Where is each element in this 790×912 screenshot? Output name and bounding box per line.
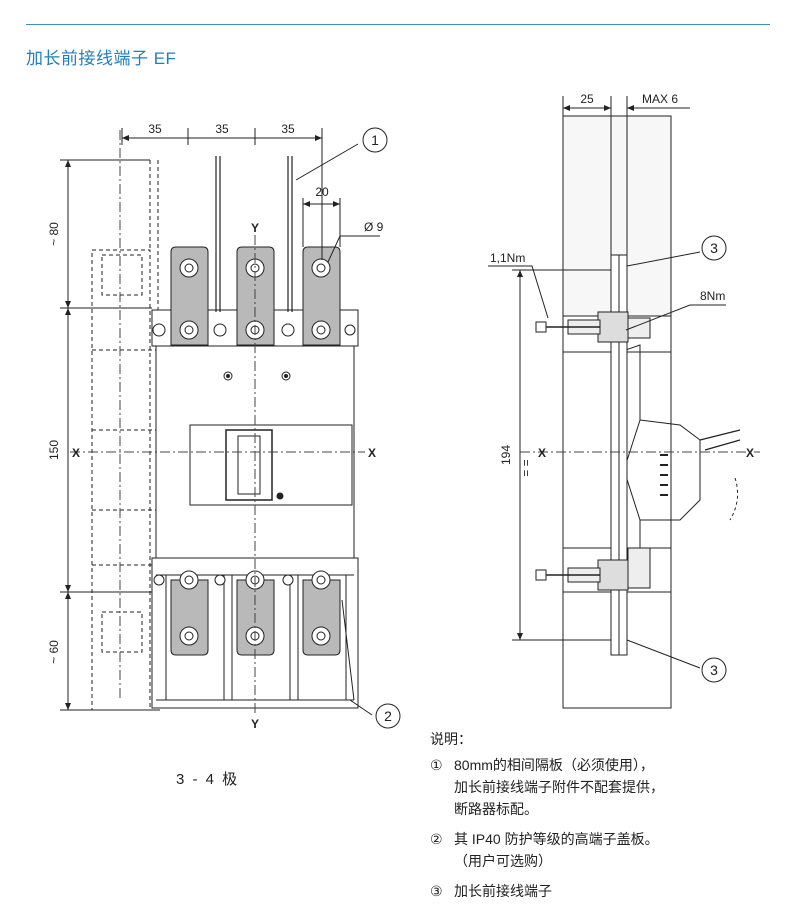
callout-2-circle [375,703,401,729]
note-line: 断路器标配。 [454,801,538,817]
handle-window [189,424,353,506]
dim-194: 194 [499,445,513,465]
note-number: ② [430,831,443,847]
dim-max6: MAX 6 [642,92,678,106]
torque-8nm: 8Nm [700,289,725,303]
axis-x-side-left: X [538,446,546,460]
callout-2-label: 2 [384,708,392,724]
axis-x-left: X [72,446,80,460]
dim-35-a: 35 [148,122,162,136]
dim-35-c: 35 [281,122,295,136]
dim-20: 20 [315,185,329,199]
dim-35-b: 35 [215,122,229,136]
torque-1-1nm: 1,1Nm [490,251,525,265]
notes-heading: 说明： [430,731,472,747]
right-side-view [488,96,760,709]
callout-3b-label: 3 [710,662,718,678]
note-line: 加长前接线端子附件不配套提供， [454,779,664,795]
dim-phi9: Ø 9 [364,220,384,234]
callout-1-label: 1 [371,132,379,148]
left-front-view [60,127,401,729]
callout-1-circle [362,127,388,153]
phase-barrier-outline [91,160,159,711]
header-rule [26,24,770,25]
page-title: 加长前接线端子 EF [26,49,177,68]
callout-3b-circle [701,657,727,683]
note-item: ③ 加长前接线端子 [430,880,770,902]
note-number: ① [430,757,443,773]
dim-25: 25 [580,92,594,106]
note-number: ③ [430,883,443,899]
note-item: ② 其 IP40 防护等级的高端子盖板。 （用户可选购） [430,828,770,872]
dim-equal: = = [519,459,533,476]
axis-y-bottom: Y [251,717,259,731]
dim-80: ~ 80 [47,222,61,246]
dim-150: 150 [47,440,61,460]
callout-3a-label: 3 [710,240,718,256]
handle [225,429,273,501]
note-item: ① 80mm的相间隔板（必须使用）， 加长前接线端子附件不配套提供， 断路器标配… [430,754,770,820]
note-line: 加长前接线端子 [454,883,552,899]
note-line: 80mm的相间隔板（必须使用）， [454,757,654,773]
callout-3a-circle [701,235,727,261]
dim-60: ~ 60 [47,640,61,664]
note-line: （用户可选购） [454,853,552,869]
axis-y-top: Y [251,221,259,235]
notes-panel: 说明： ① 80mm的相间隔板（必须使用）， 加长前接线端子附件不配套提供， 断… [430,728,770,902]
view-caption: 3 - 4 极 [176,771,240,788]
axis-x-side-right: X [746,446,754,460]
axis-x-right: X [368,446,376,460]
note-line: 其 IP40 防护等级的高端子盖板。 [454,831,659,847]
